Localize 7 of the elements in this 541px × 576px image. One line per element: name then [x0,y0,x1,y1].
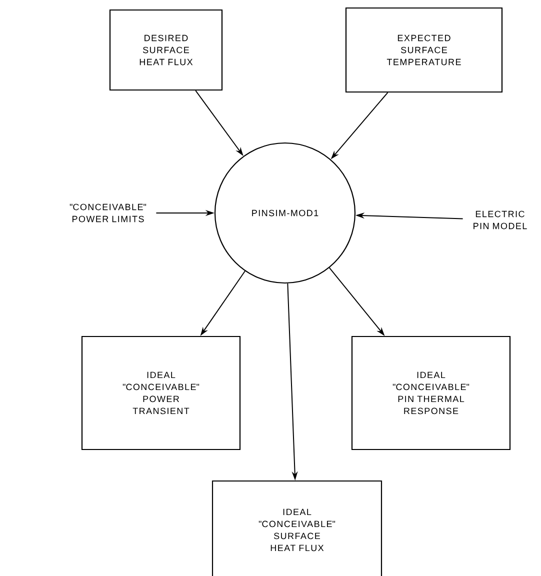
output-box: IDEAL "CONCEIVABLE" PIN THERMAL RESPONSE [351,336,511,450]
input-label: ELECTRIC PIN MODEL [474,210,527,230]
input-box: EXPECTED SURFACE TEMPERATURE [345,7,503,93]
input-label: "CONCEIVABLE" POWER LIMITS [70,204,146,222]
output-box: IDEAL "CONCEIVABLE" SURFACE HEAT FLUX [212,480,382,576]
output-box: IDEAL "CONCEIVABLE" POWER TRANSIENT [81,336,241,450]
input-box: DESIRED SURFACE HEAT FLUX [109,9,223,91]
